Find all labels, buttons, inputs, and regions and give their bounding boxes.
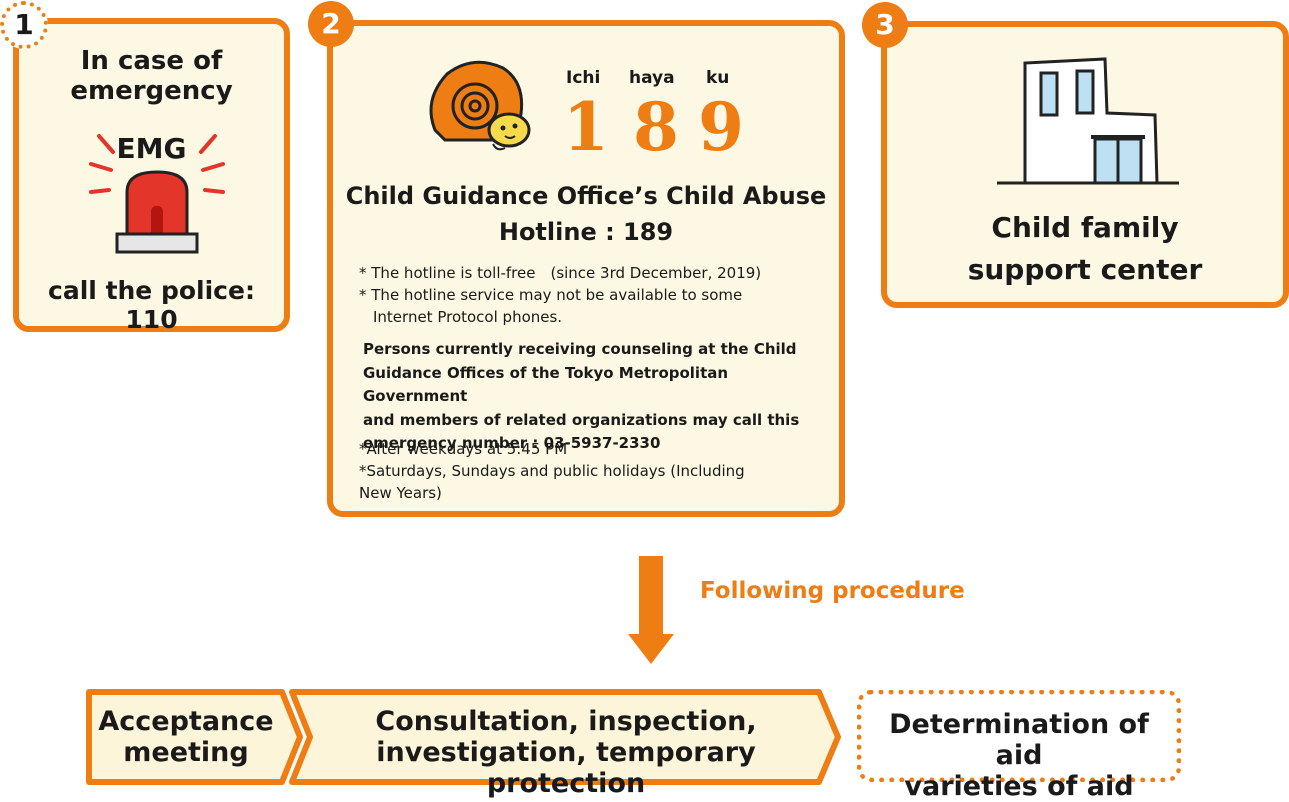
persons-line2: Guidance Offices of the Tokyo Metropolit… xyxy=(363,363,729,406)
hotline-notes: * The hotline is toll-free (since 3rd De… xyxy=(359,262,761,328)
snail-mascot-icon xyxy=(429,60,531,151)
step3-text: Determination of aid varieties of aid xyxy=(862,709,1176,802)
digit-1: 1 xyxy=(563,88,609,166)
step3-line2: varieties of aid xyxy=(904,771,1134,802)
emergency-title-line1: In case of xyxy=(80,46,223,76)
persons-line1: Persons currently receiving counseling a… xyxy=(363,340,797,358)
following-procedure-label: Following procedure xyxy=(700,578,965,604)
after-holidays-line1: *Saturdays, Sundays and public holidays … xyxy=(359,462,745,480)
step-acceptance-meeting: Acceptance meeting xyxy=(96,706,276,768)
badge-1: 1 xyxy=(0,1,48,49)
support-center-card: Child family support center xyxy=(881,21,1289,308)
hotline-title: Child Guidance Office’s Child Abuse Hotl… xyxy=(333,178,839,250)
badge-2: 2 xyxy=(308,1,354,47)
note-ip-phones-line1: * The hotline service may not be availab… xyxy=(359,286,743,304)
step3-line1: Determination of aid xyxy=(889,709,1149,771)
note-ip-phones-line2: Internet Protocol phones. xyxy=(373,308,563,326)
flow-arrows xyxy=(86,689,841,785)
hotline-title-line2: Hotline : 189 xyxy=(498,218,674,246)
step2-shape xyxy=(289,689,841,785)
building-icon xyxy=(997,57,1179,185)
step1-line1: Acceptance xyxy=(98,706,274,737)
step1-line2: meeting xyxy=(123,737,249,768)
support-center-title-line2: support center xyxy=(967,253,1203,286)
note-toll-free: * The hotline is toll-free (since 3rd De… xyxy=(359,264,762,282)
reading-ichi: Ichi xyxy=(566,68,601,88)
after-hours-notes: *After weekdays at 5:45 PM *Saturdays, S… xyxy=(359,438,839,504)
emergency-card: In case of emergency EMG call the police… xyxy=(13,18,290,334)
badge-3: 3 xyxy=(862,2,908,48)
step1-shape xyxy=(86,689,303,785)
emergency-number-paragraph: Persons currently receiving counseling a… xyxy=(363,338,833,456)
hotline-card: Ichi haya ku 1 8 9 Child Guidance Office… xyxy=(327,20,845,517)
digit-9: 9 xyxy=(698,88,744,166)
down-arrow-icon xyxy=(628,556,674,664)
digit-8: 8 xyxy=(633,88,679,166)
emergency-title-line2: emergency xyxy=(70,76,233,106)
step2-line2: investigation, temporary protection xyxy=(376,737,756,799)
after-holidays-line2: New Years) xyxy=(359,484,442,502)
step2-line1: Consultation, inspection, xyxy=(375,706,757,737)
emergency-number-prefix: emergency number : xyxy=(363,434,544,452)
reading-haya: haya xyxy=(629,68,675,88)
emg-label: EMG xyxy=(116,132,187,165)
emergency-title: In case of emergency xyxy=(19,46,284,106)
after-weekdays: *After weekdays at 5:45 PM xyxy=(359,440,568,458)
hotline-title-line1: Child Guidance Office’s Child Abuse xyxy=(345,182,827,210)
step-consultation: Consultation, inspection, investigation,… xyxy=(316,706,816,799)
police-number: call the police: 110 xyxy=(48,276,255,334)
persons-line4: emergency number : 03-5937-2330 xyxy=(363,432,833,456)
siren-icon xyxy=(89,134,225,254)
reading-ku: ku xyxy=(706,68,730,88)
support-center-title: Child family support center xyxy=(887,207,1283,291)
persons-line3: and members of related organizations may… xyxy=(363,410,800,429)
emergency-number: 03-5937-2330 xyxy=(543,434,661,452)
support-center-title-line1: Child family xyxy=(991,211,1179,244)
step-determination-of-aid: Determination of aid varieties of aid xyxy=(857,690,1181,802)
